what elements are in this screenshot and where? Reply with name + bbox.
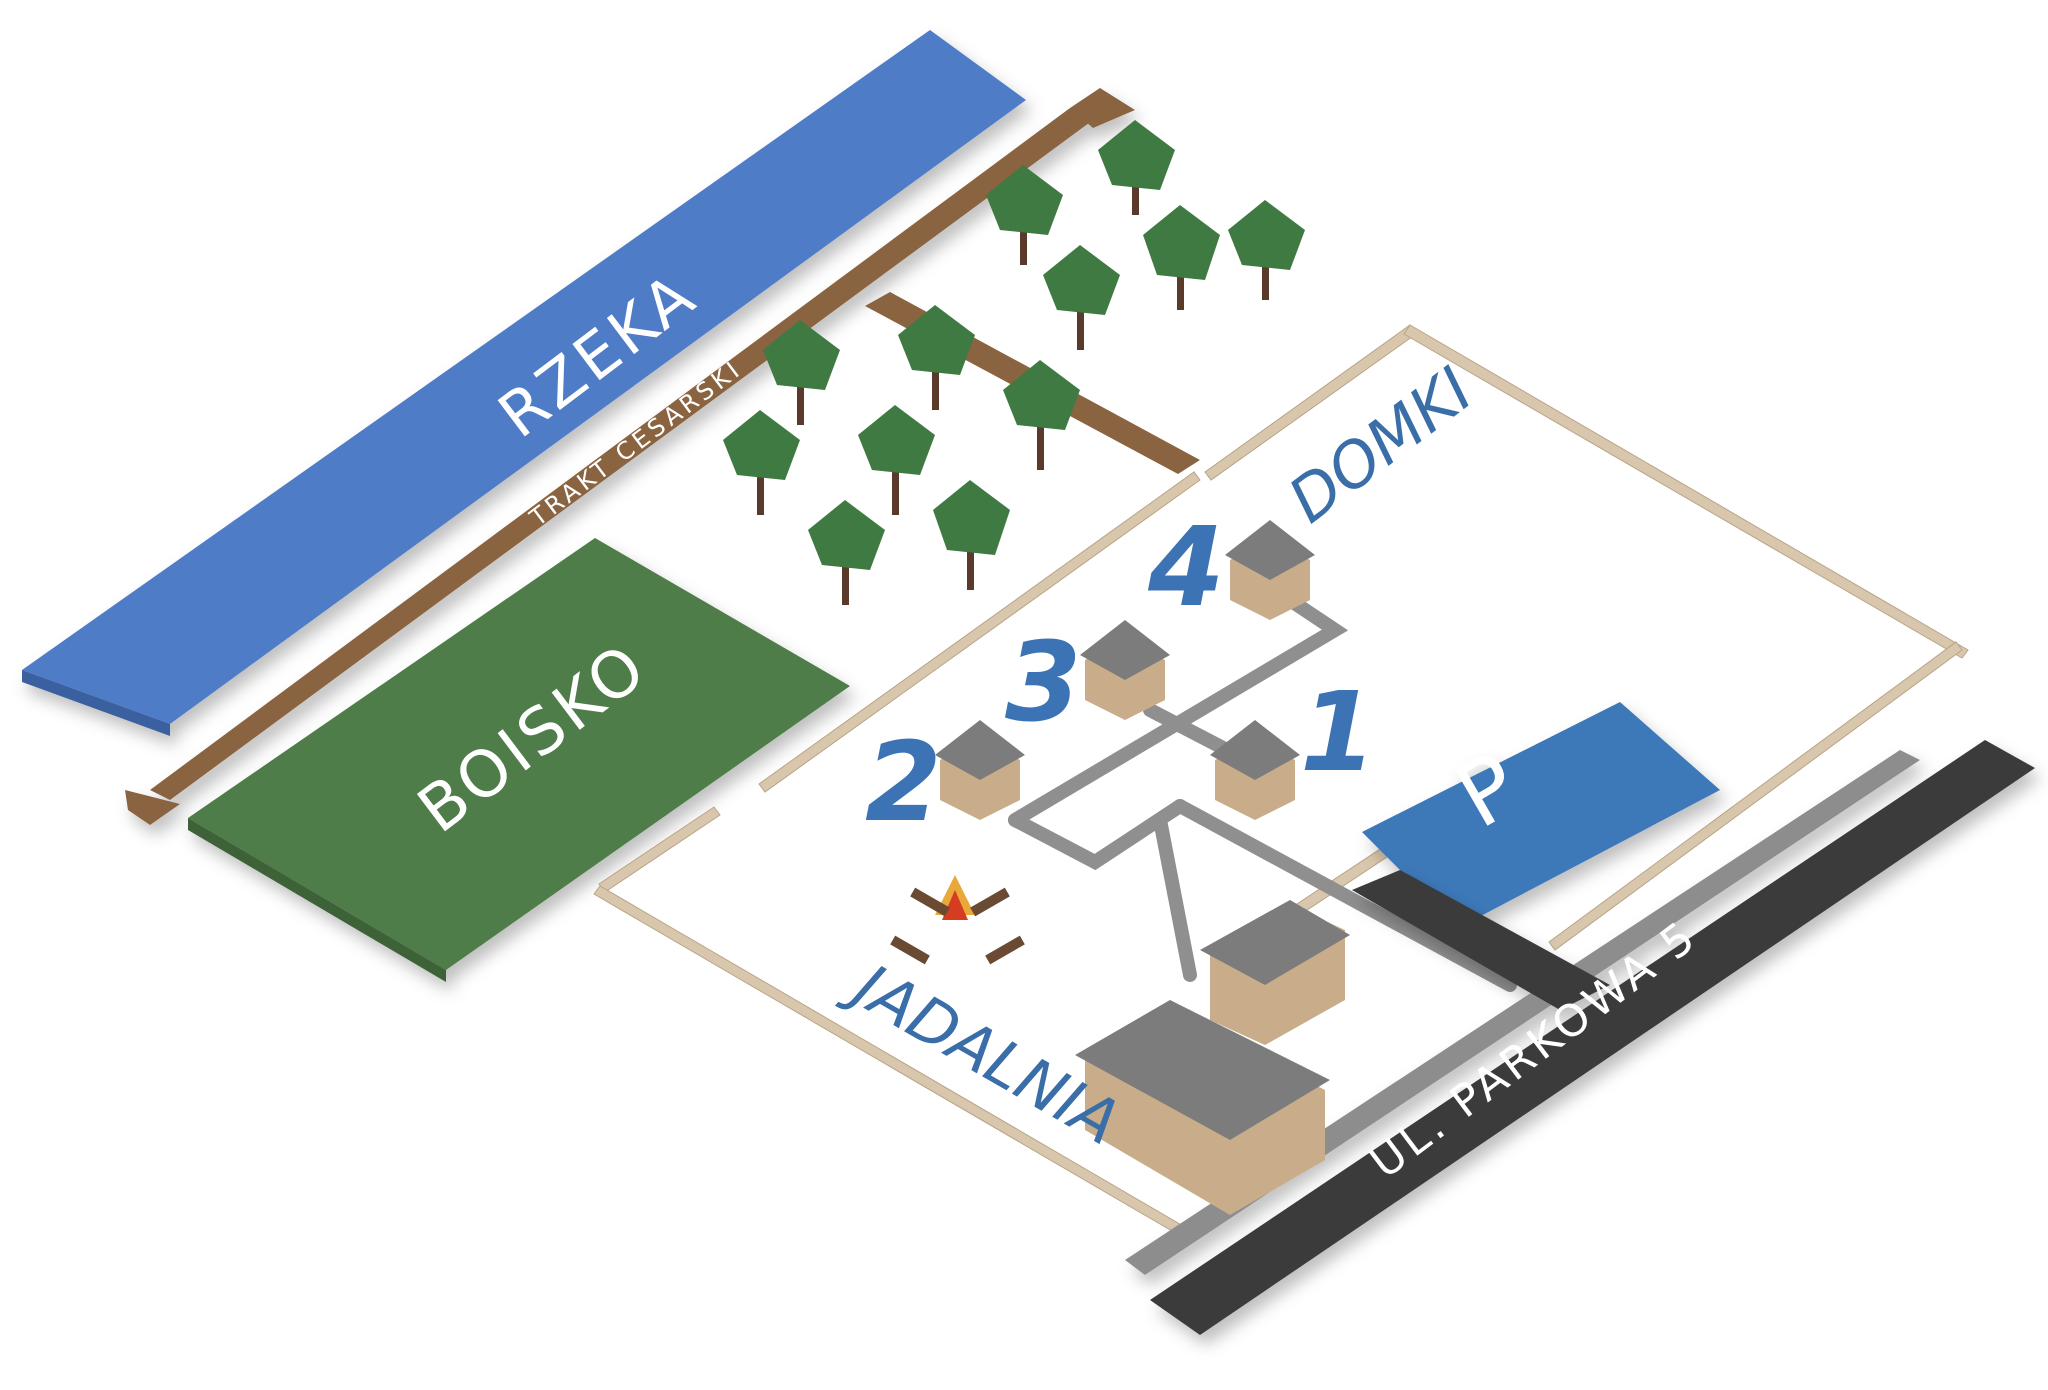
cabin-number-1: 1 — [1300, 668, 1377, 796]
camp-paths — [1008, 593, 1517, 992]
dining-hall[interactable] — [1075, 900, 1350, 1215]
road-arrow-south — [125, 790, 180, 825]
tree — [1003, 360, 1080, 470]
bench — [970, 887, 1010, 917]
football-field: BOISKO — [188, 538, 850, 982]
bench — [985, 935, 1025, 965]
tree — [933, 480, 1010, 590]
cabin-number-4: 4 — [1147, 503, 1225, 631]
cabin-number-3: 3 — [1005, 618, 1082, 746]
tree — [898, 305, 975, 410]
cabin-2[interactable] — [935, 720, 1025, 820]
tree — [1043, 245, 1120, 350]
campfire-area — [890, 875, 1025, 965]
cabins — [935, 520, 1315, 820]
bench — [890, 935, 930, 965]
cabin-number-2: 2 — [865, 718, 942, 846]
tree — [808, 500, 885, 605]
cabins-label: DOMKI — [1275, 353, 1486, 537]
cabin-3[interactable] — [1080, 620, 1170, 720]
cabin-1[interactable] — [1210, 720, 1300, 820]
cabin-4[interactable] — [1225, 520, 1315, 620]
tree — [858, 405, 935, 515]
tree — [1098, 120, 1175, 215]
tree — [723, 410, 800, 515]
tree — [1228, 200, 1305, 300]
tree — [1143, 205, 1220, 310]
road-arrow-north — [1070, 88, 1135, 128]
tree — [763, 320, 840, 425]
street-entrance — [1352, 870, 1610, 1010]
forest — [723, 120, 1305, 605]
bench — [910, 887, 950, 917]
tree — [986, 165, 1063, 265]
